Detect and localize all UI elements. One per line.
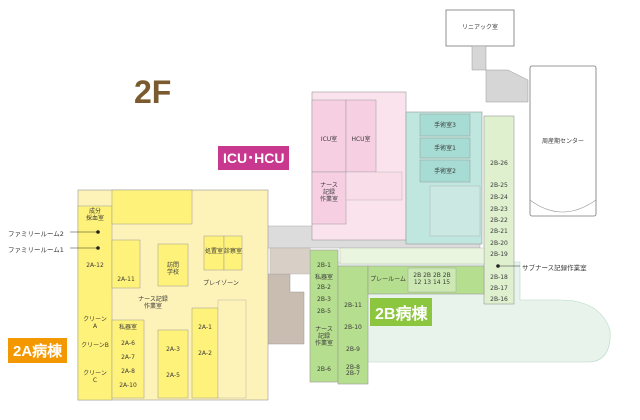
floor-label: 2F [134,74,172,110]
room-2b-5: 2B-5 [317,308,331,315]
room-2b-26: 2B-26 [490,160,508,167]
linac-corridor [471,45,529,103]
perinatal-center [529,65,597,217]
treatment-room-label: 処置室 [204,248,223,255]
2a-right-rooms [191,307,219,399]
room-2a-10: 2A-10 [119,382,137,389]
2b-ward-badge: 2B病棟 [370,298,433,326]
room-2a-1: 2A-1 [198,324,212,331]
room-2b-19: 2B-19 [490,251,508,258]
icu-label: ICU室 [320,136,338,143]
room-2a-6: 2A-6 [121,340,135,347]
or1-room [419,137,471,159]
playroom-2b-label: プレールーム [370,276,406,283]
hospital-school-label: 訪問 学校 [166,262,179,276]
room-2a-3: 2A-3 [166,346,180,353]
nurse-2a-label: ナース記録 作業室 [138,296,168,310]
2a-ward-badge: 2A病棟 [8,338,68,363]
room-2b-10: 2B-10 [344,324,362,331]
family-room-2-label: ファミリールーム2 [8,230,64,238]
perinatal-arc [529,199,597,213]
room-2b-2: 2B-2 [317,284,331,291]
or1-label: 手術室1 [434,145,456,152]
nurse-2b-label: ナース 記録 作業室 [314,326,333,347]
room-2b-22: 2B-22 [490,217,508,224]
linac-label: リニアック室 [461,24,498,31]
2b-left-column [309,249,339,383]
2b-column [483,115,515,305]
2a-left-column [77,205,113,401]
perinatal-center-label: 周産期センター [541,138,584,145]
hcu-room [345,99,377,173]
or2-room [419,159,471,183]
room-2b-17: 2B-17 [490,285,508,292]
room-2a-8: 2A-8 [121,368,135,375]
2a-lower-mid-rooms [157,329,189,399]
brown-shaft [269,247,311,275]
clean-b-label: クリーンB [81,342,109,349]
room-2a-12: 2A-12 [86,262,104,269]
room-2b-8: 2B-8 [346,364,360,371]
room-2a-2: 2A-2 [198,350,212,357]
clean-a-label: クリーン A [83,316,107,330]
icu-nurse-label: ナース 記録 作業室 [319,182,338,203]
family-room-1-label: ファミリールーム1 [8,246,64,254]
room-2b-9: 2B-9 [346,346,360,353]
room-2b-16: 2B-16 [490,296,508,303]
2b-shared-rooms-label: 2B 2B 2B 2B 12 13 14 15 [413,272,451,286]
private-bath-2b-label: 私器室 [314,274,333,281]
icu-hcu-badge: ICU･HCU [218,146,290,170]
room-2b-3: 2B-3 [317,296,331,303]
clean-c-label: クリーン C [83,370,107,384]
room-2b-25: 2B-25 [490,182,508,189]
2b-top-strip [339,247,485,265]
room-2b-20: 2B-20 [490,240,508,247]
consult-room-label: 診察室 [224,248,243,255]
room-2b-11: 2B-11 [344,302,362,309]
room-2a-11: 2A-11 [117,276,135,283]
recovery-room-label: 成分 採血室 [85,208,104,222]
room-2b-23: 2B-23 [490,206,508,213]
linac-room [445,9,515,47]
private-bath-2a-label: 私器室 [118,324,137,331]
room-2b-21: 2B-21 [490,228,508,235]
room-2b-6: 2B-6 [317,366,331,373]
hcu-label: HCU室 [351,136,371,143]
sub-nurse-marker [496,264,500,268]
family-room-2-marker [96,230,100,234]
icu-mid [345,171,403,201]
2a-11-room [111,239,141,289]
2a-top-row [111,189,193,225]
sub-nurse-station-label: サブナース記録作業室 [522,264,587,272]
2a-lower-left-rooms [111,319,145,399]
2a-far-right [217,299,247,399]
or3-room [419,113,471,137]
room-2a-5: 2A-5 [166,372,180,379]
room-2b-24: 2B-24 [490,194,508,201]
consult-room [223,235,243,271]
playroom-2a-label: プレイゾーン [203,280,239,287]
or-lower [429,185,481,237]
room-2b-18: 2B-18 [490,274,508,281]
room-2b-7: 2B-7 [346,370,360,377]
2b-shared-rooms [407,267,457,293]
room-2b-1: 2B-1 [317,262,331,269]
hospital-school-room [157,243,189,287]
room-2a-7: 2A-7 [121,354,135,361]
2b-mid-column [337,265,369,385]
family-room-1-marker [96,246,100,250]
or3-label: 手術室3 [434,122,456,129]
or2-label: 手術室2 [434,168,456,175]
icu-nurse-room [311,171,347,225]
